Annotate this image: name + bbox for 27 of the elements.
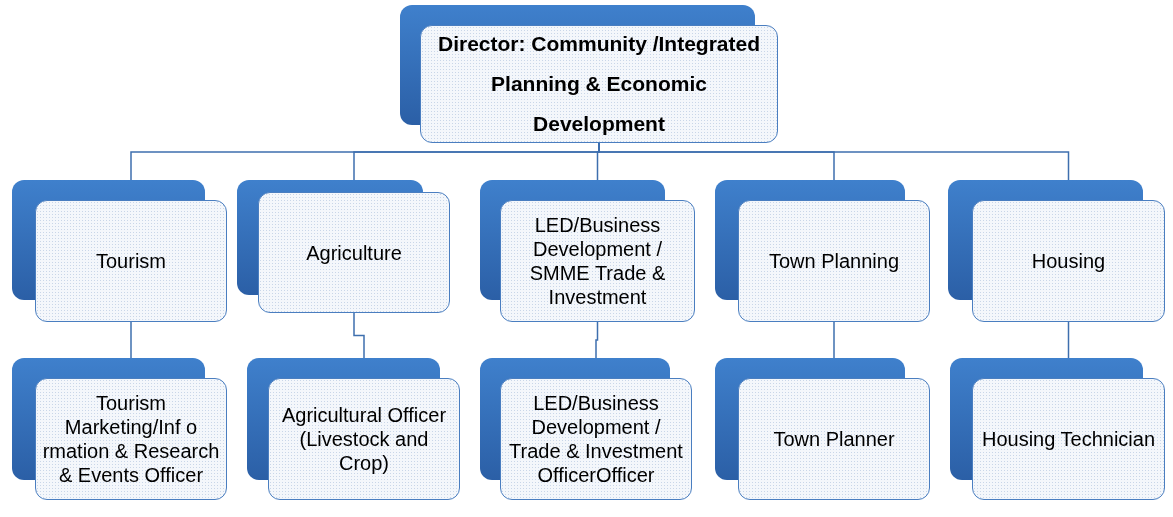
- connector-line: [353, 312, 365, 359]
- org-card: [12, 180, 227, 322]
- role-title: Housing: [1031, 249, 1106, 273]
- org-card: [715, 180, 930, 322]
- connector-line: [595, 321, 599, 359]
- role-title: Housing Technician: [981, 427, 1156, 451]
- role-title: Tourism Marketing/Inf o rmation & Research & Events Officer: [42, 391, 220, 487]
- org-card: [237, 180, 450, 313]
- connector-line: [130, 321, 132, 359]
- role-title: Town Planning: [768, 249, 900, 273]
- role-title: Agricultural Officer (Livestock and Crop): [280, 403, 448, 475]
- org-card: [247, 358, 460, 500]
- org-card: [480, 358, 692, 500]
- org-card: [950, 358, 1165, 500]
- org-card: [480, 180, 695, 322]
- role-title: Town Planner: [773, 427, 895, 451]
- role-title: Tourism: [96, 249, 166, 273]
- connector-line: [1067, 321, 1070, 359]
- org-card: [400, 5, 778, 143]
- role-title: Agriculture: [306, 240, 402, 265]
- role-title: LED/Business Development / Trade & Investment OfficerOfficer: [508, 391, 684, 487]
- role-title: Director: Community /Integrated Planning & Economic Development: [436, 31, 761, 137]
- role-title: LED/Business Development / SMME Trade & Investment: [528, 213, 667, 309]
- connector-line: [833, 321, 835, 359]
- org-card: [12, 358, 227, 500]
- org-card: [948, 180, 1165, 322]
- org-card: [715, 358, 930, 500]
